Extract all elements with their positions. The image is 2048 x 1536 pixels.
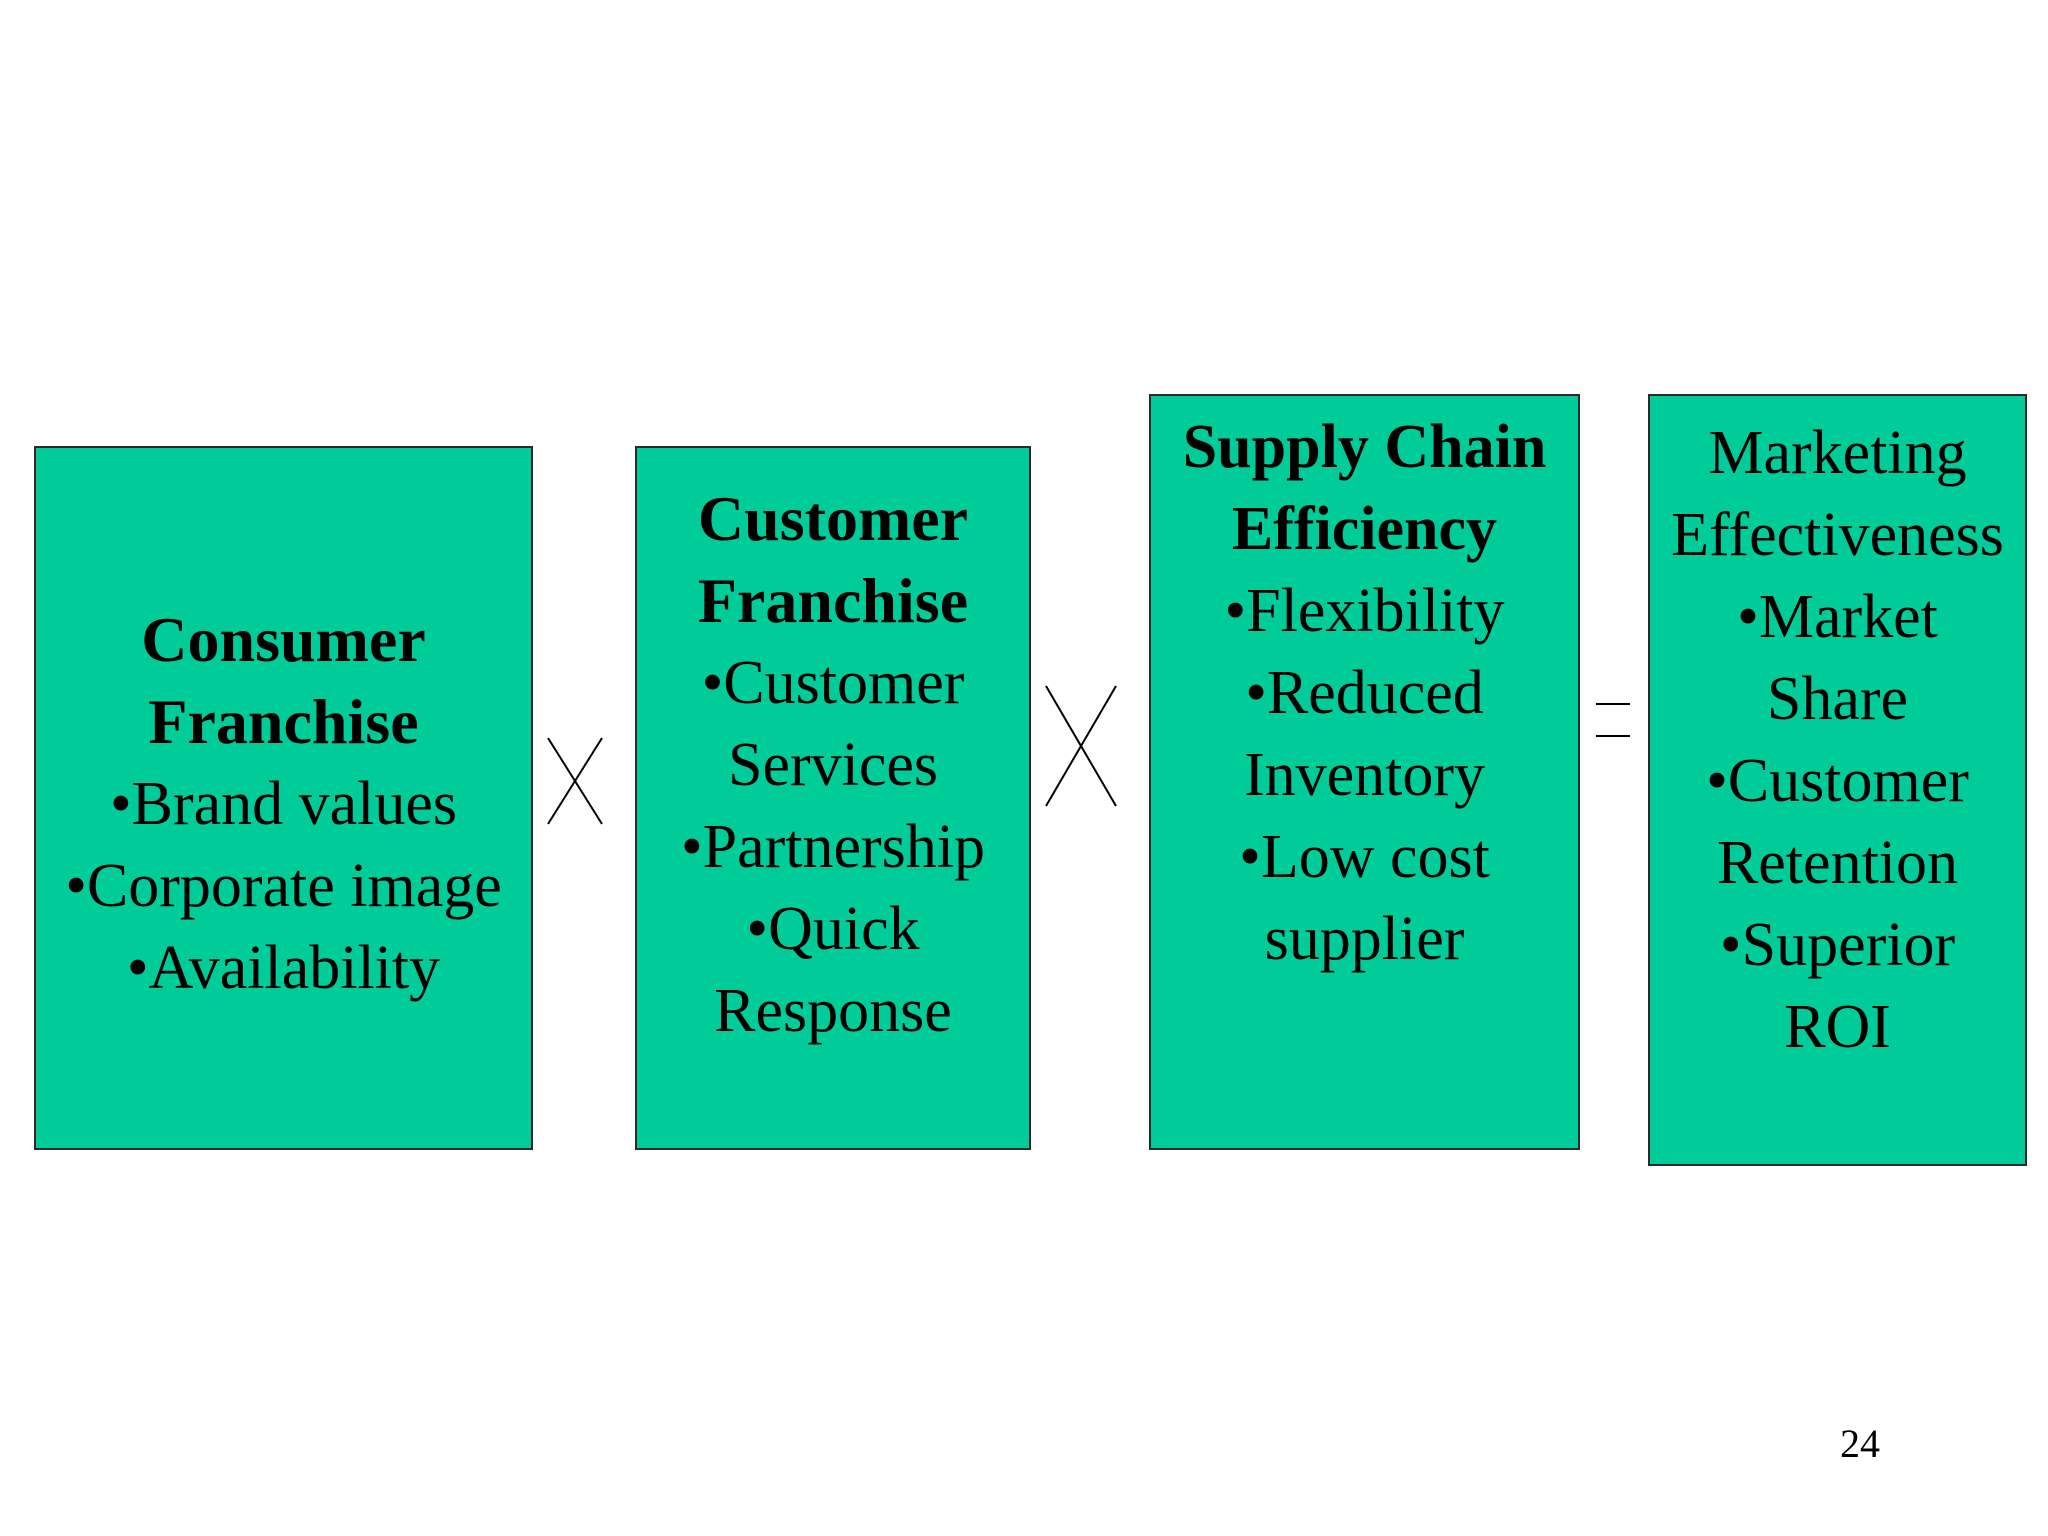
marketing-line-market: •Market bbox=[1737, 583, 1938, 651]
supply-chain-item-supplier: supplier bbox=[1264, 905, 1465, 973]
consumer-franchise-title-line-2: Franchise bbox=[148, 686, 419, 757]
supply-chain-title-line-2: Efficiency bbox=[1231, 495, 1498, 563]
marketing-line-customer: •Customer bbox=[1706, 747, 1969, 815]
customer-franchise-item-services: Services bbox=[727, 731, 939, 799]
consumer-franchise-item-brand-values: •Brand values bbox=[109, 770, 458, 838]
multiply-operator-1 bbox=[547, 737, 603, 825]
marketing-effectiveness-box: Marketing Effectiveness •Market Share •C… bbox=[1648, 394, 2027, 1166]
customer-franchise-title-line-1: Customer bbox=[697, 483, 969, 554]
consumer-franchise-item-corporate-image: •Corporate image bbox=[65, 852, 502, 920]
marketing-line-share: Share bbox=[1766, 665, 1909, 733]
equals-operator bbox=[1596, 703, 1630, 737]
consumer-franchise-title-line-1: Consumer bbox=[141, 604, 426, 675]
marketing-line-superior: •Superior bbox=[1719, 911, 1956, 979]
marketing-line-marketing: Marketing bbox=[1708, 419, 1967, 487]
customer-franchise-item-customer: •Customer bbox=[701, 649, 965, 717]
supply-chain-item-inventory: Inventory bbox=[1243, 741, 1486, 809]
customer-franchise-item-response: Response bbox=[714, 977, 952, 1045]
supply-chain-title-line-1: Supply Chain bbox=[1182, 413, 1547, 481]
customer-franchise-box: Customer Franchise •Customer Services •P… bbox=[635, 446, 1031, 1150]
customer-franchise-item-partnership: •Partnership bbox=[680, 813, 986, 881]
supply-chain-efficiency-box: Supply Chain Efficiency •Flexibility •Re… bbox=[1149, 394, 1580, 1150]
consumer-franchise-item-availability: •Availability bbox=[126, 934, 441, 1002]
supply-chain-item-reduced: •Reduced bbox=[1245, 659, 1484, 727]
consumer-franchise-box: Consumer Franchise •Brand values •Corpor… bbox=[34, 446, 533, 1150]
slide-number: 24 bbox=[1840, 1421, 1880, 1466]
marketing-line-effectiveness: Effectiveness bbox=[1671, 501, 2004, 569]
supply-chain-item-low-cost: •Low cost bbox=[1239, 823, 1490, 891]
marketing-line-retention: Retention bbox=[1716, 829, 1959, 897]
customer-franchise-title-line-2: Franchise bbox=[697, 565, 969, 636]
supply-chain-item-flexibility: •Flexibility bbox=[1224, 577, 1505, 645]
customer-franchise-item-quick: •Quick bbox=[746, 895, 920, 963]
multiply-operator-2 bbox=[1045, 685, 1117, 807]
marketing-line-roi: ROI bbox=[1784, 993, 1891, 1061]
